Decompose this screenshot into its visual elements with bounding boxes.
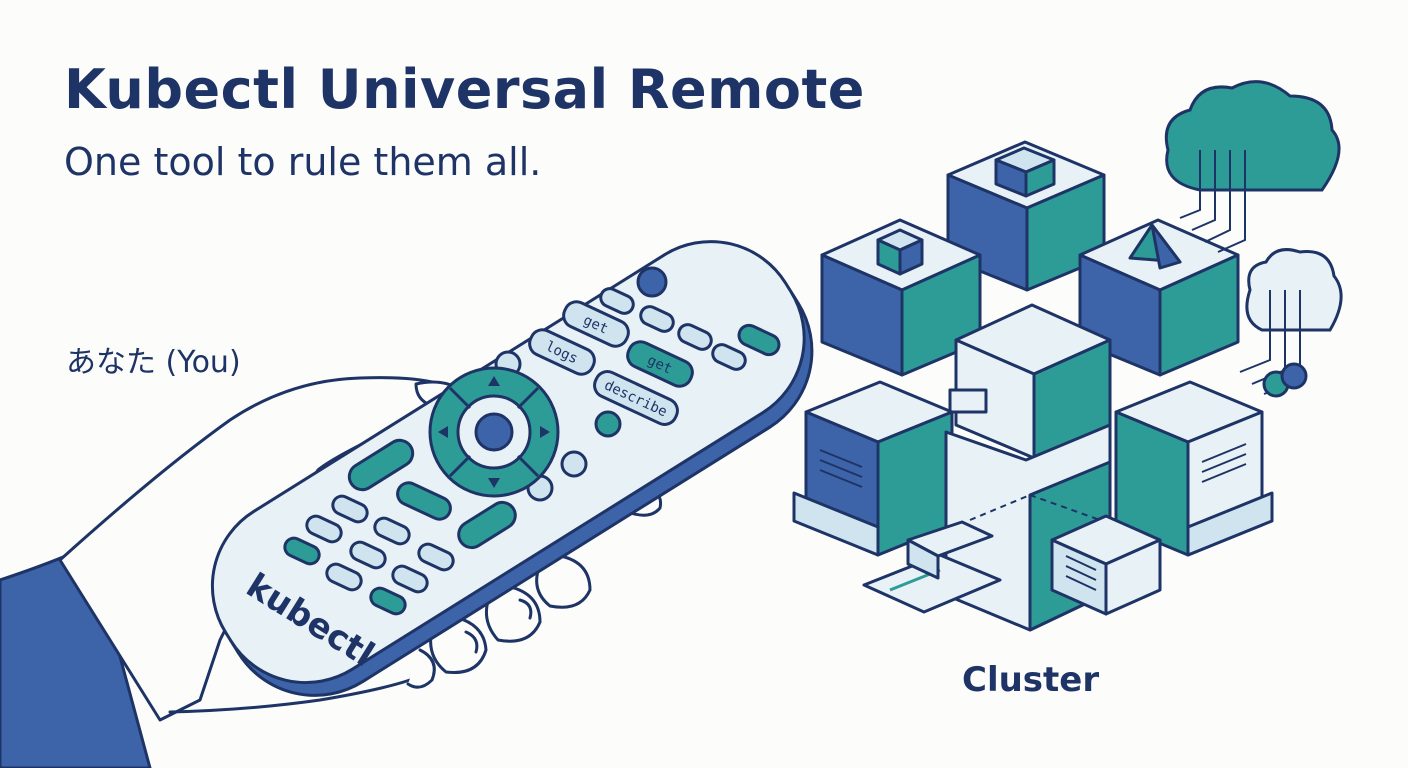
user-label: あなた (You) [66, 345, 241, 380]
dpad-ok-button[interactable] [474, 412, 514, 452]
remote-round-button[interactable] [594, 410, 622, 438]
remote-button[interactable] [598, 286, 636, 317]
cluster-label: Cluster [962, 660, 1100, 700]
remote-button[interactable] [416, 541, 456, 573]
remote-button[interactable] [344, 435, 417, 494]
remote-button[interactable] [676, 322, 714, 353]
get-button-green[interactable]: get [624, 338, 697, 390]
remote-button[interactable] [372, 515, 412, 547]
remote-button[interactable] [454, 498, 520, 553]
cable-connectors [1262, 362, 1308, 398]
remote-button[interactable] [348, 539, 388, 571]
cluster-cubes-icon [792, 140, 1274, 632]
remote-button[interactable] [390, 563, 430, 595]
remote-button[interactable] [282, 535, 322, 567]
power-button[interactable] [636, 266, 668, 298]
remote-button[interactable] [710, 342, 748, 373]
dpad[interactable] [428, 366, 560, 498]
get-button-top[interactable]: get [560, 298, 633, 350]
remote-control-icon: get logs get describe [210, 240, 814, 697]
remote-button[interactable] [638, 304, 676, 335]
storage-icon [862, 514, 1162, 616]
remote-button[interactable] [394, 479, 454, 523]
server-icon-right [1114, 380, 1274, 557]
remote-button[interactable] [304, 513, 344, 545]
dpad-left-arrow-icon [438, 426, 448, 438]
remote-button[interactable] [324, 561, 364, 593]
dpad-up-arrow-icon [488, 376, 500, 386]
page-title: Kubectl Universal Remote [64, 58, 865, 121]
dpad-right-arrow-icon [540, 426, 550, 438]
logs-button[interactable]: logs [526, 326, 599, 378]
cluster-cube-left [820, 218, 982, 377]
remote-button[interactable] [736, 322, 783, 358]
server-icon-left [792, 380, 954, 557]
remote-button[interactable] [368, 585, 408, 617]
remote-round-button[interactable] [560, 450, 588, 478]
page-subtitle: One tool to rule them all. [64, 140, 542, 184]
remote-button[interactable] [330, 493, 370, 525]
cluster-cube-center [948, 303, 1112, 460]
dpad-down-arrow-icon [488, 478, 500, 488]
